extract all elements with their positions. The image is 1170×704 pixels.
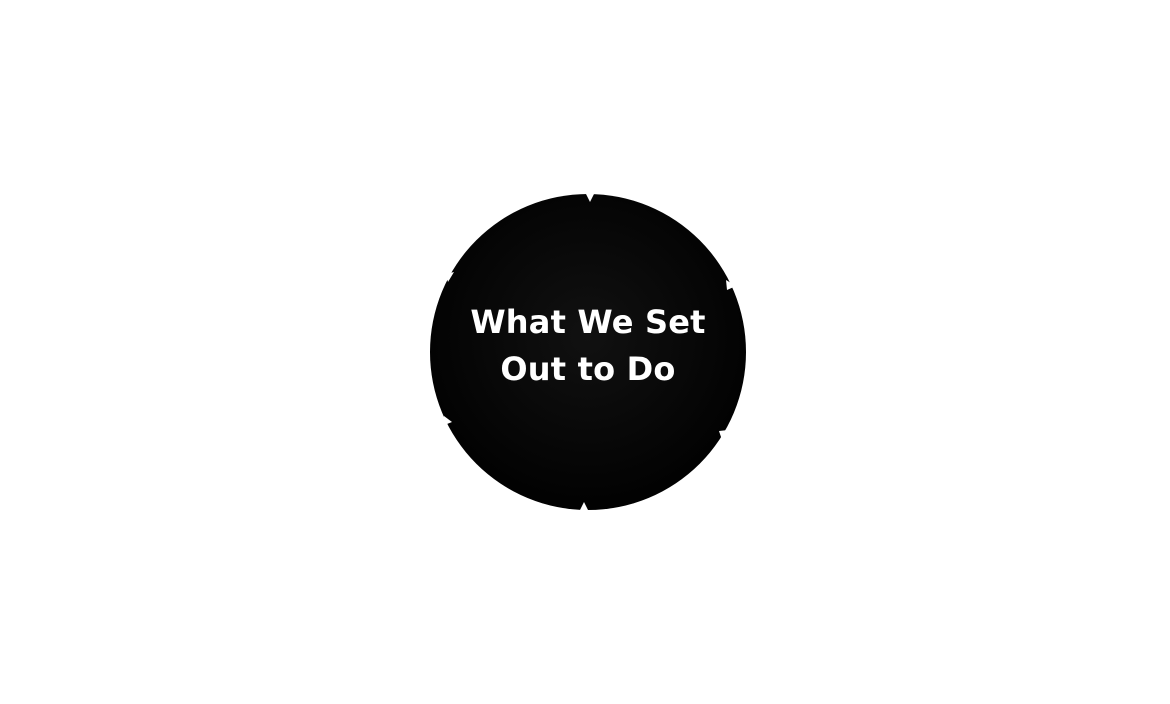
badge-disc — [430, 194, 746, 510]
notch-top — [586, 194, 594, 202]
notch-lower-left — [442, 416, 452, 426]
notch-upper-left — [446, 272, 454, 282]
notch-lower-right — [719, 430, 728, 440]
notched-circle-shape — [430, 194, 746, 510]
section-badge: What We Set Out to Do — [430, 194, 746, 510]
notch-bottom — [580, 502, 588, 510]
badge-title: What We Set Out to Do — [470, 303, 706, 388]
notch-upper-right — [726, 280, 736, 290]
rim-notches — [442, 194, 736, 510]
